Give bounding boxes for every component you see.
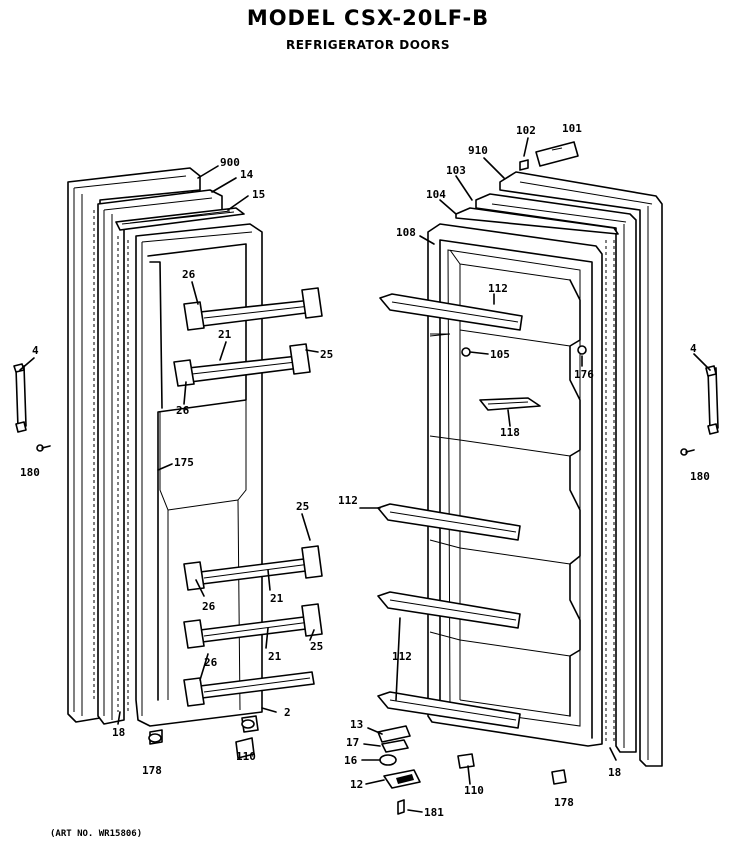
callout-4-right: 4 (690, 342, 697, 355)
left-door-third-shelf (183, 545, 323, 591)
callout-108: 108 (396, 226, 416, 239)
callout-18-left: 18 (112, 726, 125, 739)
part-16-cam (379, 754, 397, 766)
callout-21-mid: 21 (270, 592, 284, 605)
diagram-subtitle: REFRIGERATOR DOORS (285, 38, 451, 52)
callout-181: 181 (424, 806, 444, 819)
callout-900: 900 (220, 156, 240, 169)
left-door-bottom-shelf (183, 671, 315, 707)
part-13-bracket (377, 725, 411, 743)
right-door-bottom-hinge (551, 769, 567, 785)
callout-110-left: 110 (236, 750, 256, 763)
model-title: MODEL CSX-20LF-B (246, 6, 490, 30)
right-door-stop (577, 345, 587, 355)
callout-25-lower: 25 (310, 640, 323, 653)
right-handle-screw (680, 448, 695, 456)
callout-26-upper: 26 (182, 268, 196, 281)
right-door-lower-shelf-bar (377, 591, 521, 629)
right-hinge-cap (457, 753, 475, 769)
right-door-bottom-shelf-bar (377, 691, 521, 729)
callout-180-left: 180 (20, 466, 40, 479)
callout-26-third: 26 (202, 600, 216, 613)
right-door-top-shelf-bar (379, 293, 523, 331)
callout-178-left: 178 (142, 764, 162, 777)
callout-178-right: 178 (554, 796, 574, 809)
callout-910: 910 (468, 144, 488, 157)
hinge-screw (519, 159, 529, 171)
left-door-handle (13, 363, 27, 433)
part-181-screw (397, 799, 405, 815)
callout-13: 13 (350, 718, 363, 731)
callout-16: 16 (344, 754, 358, 767)
left-door-assembly (67, 167, 323, 745)
callout-25-upper: 25 (320, 348, 333, 361)
right-door-inner-liner (427, 223, 603, 747)
left-door-inner-liner (135, 223, 263, 727)
left-door-second-shelf (173, 343, 311, 387)
left-door-upper-shelf (183, 287, 323, 331)
callout-17: 17 (346, 736, 359, 749)
callout-18-right: 18 (608, 766, 621, 779)
right-door-middle-shelf-bar (377, 503, 521, 541)
callout-102: 102 (516, 124, 536, 137)
callout-12: 12 (350, 778, 363, 791)
left-handle-screw (36, 444, 51, 452)
callout-180-right: 180 (690, 470, 710, 483)
art-number: (ART NO. WR15806) (50, 829, 143, 839)
callout-26-fourth: 26 (204, 656, 218, 669)
callout-labels: 900 14 15 26 21 25 26 175 4 180 25 26 21… (20, 122, 710, 819)
callout-176-right: 176 (574, 368, 594, 381)
top-hinge-cover (535, 141, 579, 167)
left-door-fourth-shelf (183, 603, 323, 649)
part-17-clip (381, 739, 409, 753)
right-door-breaker-strip (455, 207, 619, 235)
callout-14: 14 (240, 168, 254, 181)
callout-26-second: 26 (176, 404, 190, 417)
left-door-cam (235, 737, 255, 759)
right-door-outer-panel (499, 171, 663, 767)
callout-112-top: 112 (488, 282, 508, 295)
right-door-dairy-compartment (479, 397, 541, 411)
right-door-handle (705, 365, 719, 435)
callout-104: 104 (426, 188, 446, 201)
callout-15: 15 (252, 188, 265, 201)
callout-105: 105 (490, 348, 510, 361)
callout-25-mid: 25 (296, 500, 309, 513)
callout-112-lower: 112 (392, 650, 412, 663)
leader-lines (19, 137, 711, 813)
right-door-assembly (377, 171, 663, 785)
right-door-fastener (461, 347, 471, 357)
callout-118: 118 (500, 426, 520, 439)
callout-21-upper: 21 (218, 328, 232, 341)
callout-101: 101 (562, 122, 582, 135)
callout-112-mid: 112 (338, 494, 358, 507)
callout-4-left: 4 (32, 344, 39, 357)
callout-175: 175 (174, 456, 194, 469)
callout-2: 2 (284, 706, 291, 719)
callout-110-right: 110 (464, 784, 484, 797)
callout-21-lower: 21 (268, 650, 282, 663)
callout-103: 103 (446, 164, 466, 177)
